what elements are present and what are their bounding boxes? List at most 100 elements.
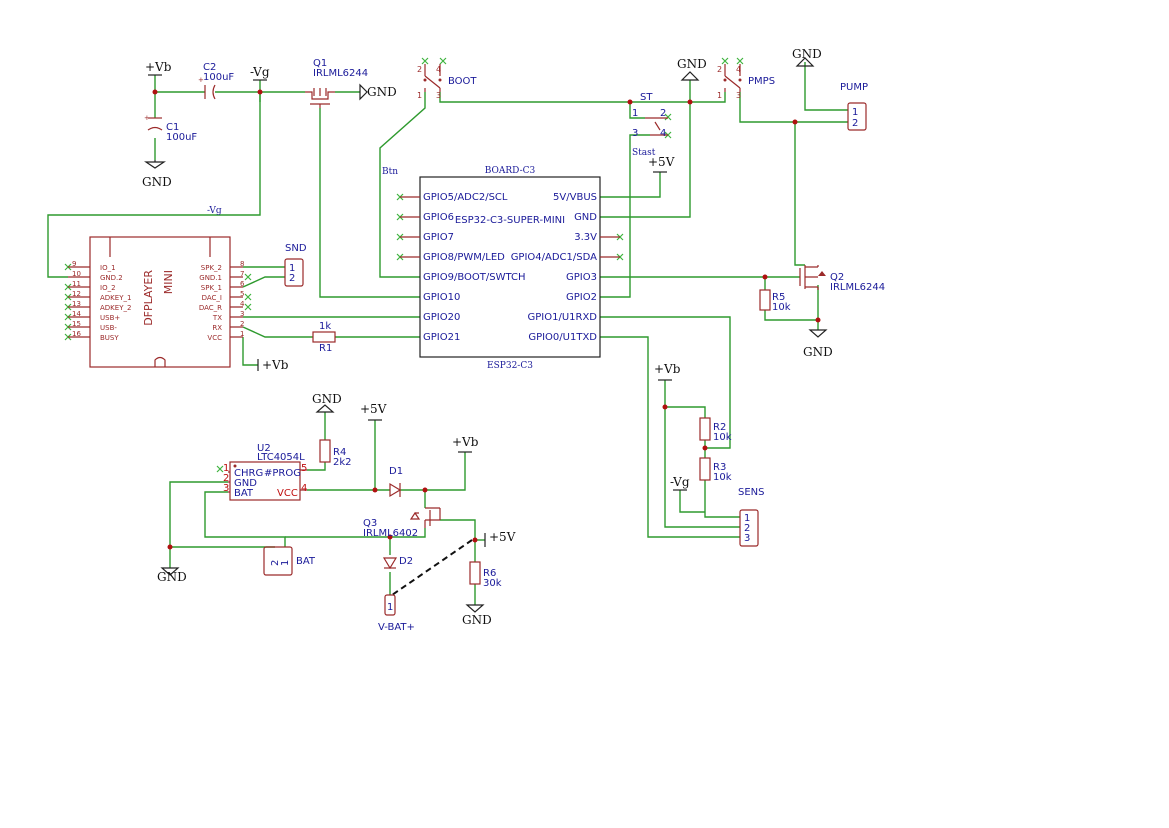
svg-text:IO_1: IO_1 (100, 264, 116, 272)
power-vb-dfplayer: +Vb (257, 358, 289, 372)
mosfet-q3: Q3 IRLML6402 (363, 507, 441, 539)
board-value: ESP32-C3-SUPER-MINI (455, 215, 565, 226)
svg-text:13: 13 (72, 300, 81, 308)
board-esp32: BOARD-C3 ESP32-C3-SUPER-MINI ESP32-C3 GP… (400, 166, 620, 371)
resistor-r4: R4 2k2 (319, 439, 352, 468)
dfplayer-name: DFPLAYER (142, 270, 155, 326)
vbat-ref: V-BAT+ (378, 622, 415, 633)
svg-text:9: 9 (72, 260, 76, 268)
power-vb-charger: +Vb (452, 435, 479, 453)
d1-ref: D1 (389, 466, 403, 477)
board-left-pins: GPIO5/ADC2/SCL GPIO6 GPIO7 GPIO8/PWM/LED… (423, 192, 526, 343)
bat-ref: BAT (296, 556, 316, 567)
svg-text:2: 2 (417, 65, 422, 74)
u2-ref: U2 (257, 443, 271, 454)
v5-q3-label: +5V (489, 530, 516, 544)
gnd-q1-label: GND (367, 85, 397, 99)
svg-text:1: 1 (289, 263, 295, 274)
svg-text:4: 4 (736, 65, 741, 74)
gnd-r6: GND (462, 604, 492, 627)
gnd-bat-label: GND (157, 570, 187, 584)
svg-text:DAC_R: DAC_R (199, 304, 222, 312)
board-pin-gpio9: GPIO9/BOOT/SWTCH (423, 272, 526, 283)
charger-u2: U2 LTC4054L CHRG #PROG GND BAT VCC 1 2 3… (223, 443, 307, 501)
vg-label: -Vg (250, 65, 270, 79)
gnd-top-mid-label: GND (677, 57, 707, 71)
u2-pin-vcc: VCC (277, 488, 298, 499)
resistor-r3: R3 10k (699, 457, 732, 483)
dfplayer-sub: MINI (162, 270, 175, 294)
r2-ref: R2 (713, 422, 726, 433)
net-label-vg: -Vg (207, 206, 222, 216)
gnd-q2: GND (803, 329, 833, 359)
gnd-r4-label: GND (312, 392, 342, 406)
svg-text:3: 3 (240, 310, 244, 318)
power-5v-q3: +5V (484, 530, 516, 547)
svg-text:4: 4 (660, 128, 666, 139)
svg-text:8: 8 (240, 260, 244, 268)
vb-sensor-label: +Vb (654, 362, 681, 376)
board-pin-gpio2: GPIO2 (566, 292, 597, 303)
q2-ref: Q2 (830, 272, 844, 283)
svg-text:4: 4 (301, 483, 307, 494)
u2-pin-chrg: CHRG (234, 468, 263, 479)
r1-value: 1k (319, 321, 331, 332)
no-connect-markers (64, 57, 744, 473)
u2-pin-gnd: GND (234, 478, 257, 489)
svg-text:1: 1 (280, 560, 291, 566)
q3-value: IRLML6402 (363, 528, 418, 539)
svg-text:SPK_1: SPK_1 (201, 284, 222, 292)
st-ref: ST (640, 92, 653, 103)
svg-text:2: 2 (270, 560, 281, 566)
svg-text:5: 5 (301, 463, 307, 474)
connector-sens: 1 2 3 SENS (738, 487, 765, 547)
svg-text:2: 2 (240, 320, 244, 328)
r6-value: 30k (483, 578, 502, 589)
svg-text:2: 2 (660, 108, 666, 119)
q1-ref: Q1 (313, 58, 327, 69)
svg-text:3: 3 (736, 91, 741, 100)
board-pin-gpio4: GPIO4/ADC1/SDA (511, 252, 597, 263)
svg-text:15: 15 (72, 320, 81, 328)
board-pin-gpio5: GPIO5/ADC2/SCL (423, 192, 508, 203)
svg-text:11: 11 (72, 280, 81, 288)
diode-d2: D2 (382, 556, 413, 570)
svg-text:3: 3 (436, 91, 441, 100)
c1-value: 100uF (166, 132, 197, 143)
svg-text:ADKEY_2: ADKEY_2 (100, 304, 131, 312)
r4-value: 2k2 (333, 457, 352, 468)
r5-value: 10k (772, 302, 791, 313)
resistor-r1: 1k R1 (312, 321, 336, 354)
switch-pmps: 2 4 1 3 PMPS (717, 64, 775, 100)
u2-pin-prog: #PROG (264, 468, 301, 479)
svg-text:+: + (198, 76, 204, 84)
board-pin-gpio21: GPIO21 (423, 332, 460, 343)
diode-d1: D1 (389, 466, 403, 498)
svg-text:1: 1 (632, 108, 638, 119)
board-pin-gpio3: GPIO3 (566, 272, 597, 283)
capacitor-c1: + C1 100uF (144, 114, 197, 143)
svg-text:DAC_I: DAC_I (202, 294, 222, 302)
d2-ref: D2 (399, 556, 413, 567)
gnd-top-mid: GND (677, 57, 707, 81)
svg-text:4: 4 (240, 300, 245, 308)
svg-text:1: 1 (417, 91, 422, 100)
power-5v-board: +5V (648, 155, 675, 173)
svg-text:5: 5 (240, 290, 244, 298)
svg-text:USB+: USB+ (100, 314, 120, 322)
board-pin-gpio8: GPIO8/PWM/LED (423, 252, 505, 263)
v5-charger-label: +5V (360, 402, 387, 416)
c2-ref: C2 (203, 62, 216, 73)
u2-value: LTC4054L (257, 452, 305, 463)
u2-pin-bat: BAT (234, 488, 254, 499)
board-pin-3v3: 3.3V (574, 232, 597, 243)
capacitor-c2: + C2 100uF (198, 62, 234, 100)
board-pin-gpio10: GPIO10 (423, 292, 460, 303)
connector-vbat: 1 V-BAT+ (378, 594, 415, 633)
svg-text:RX: RX (212, 324, 222, 332)
snd-ref: SND (285, 243, 307, 254)
switch-st: ST 1 2 3 4 Stast (632, 92, 668, 158)
r1-ref: R1 (319, 343, 332, 354)
gnd-r6-label: GND (462, 613, 492, 627)
